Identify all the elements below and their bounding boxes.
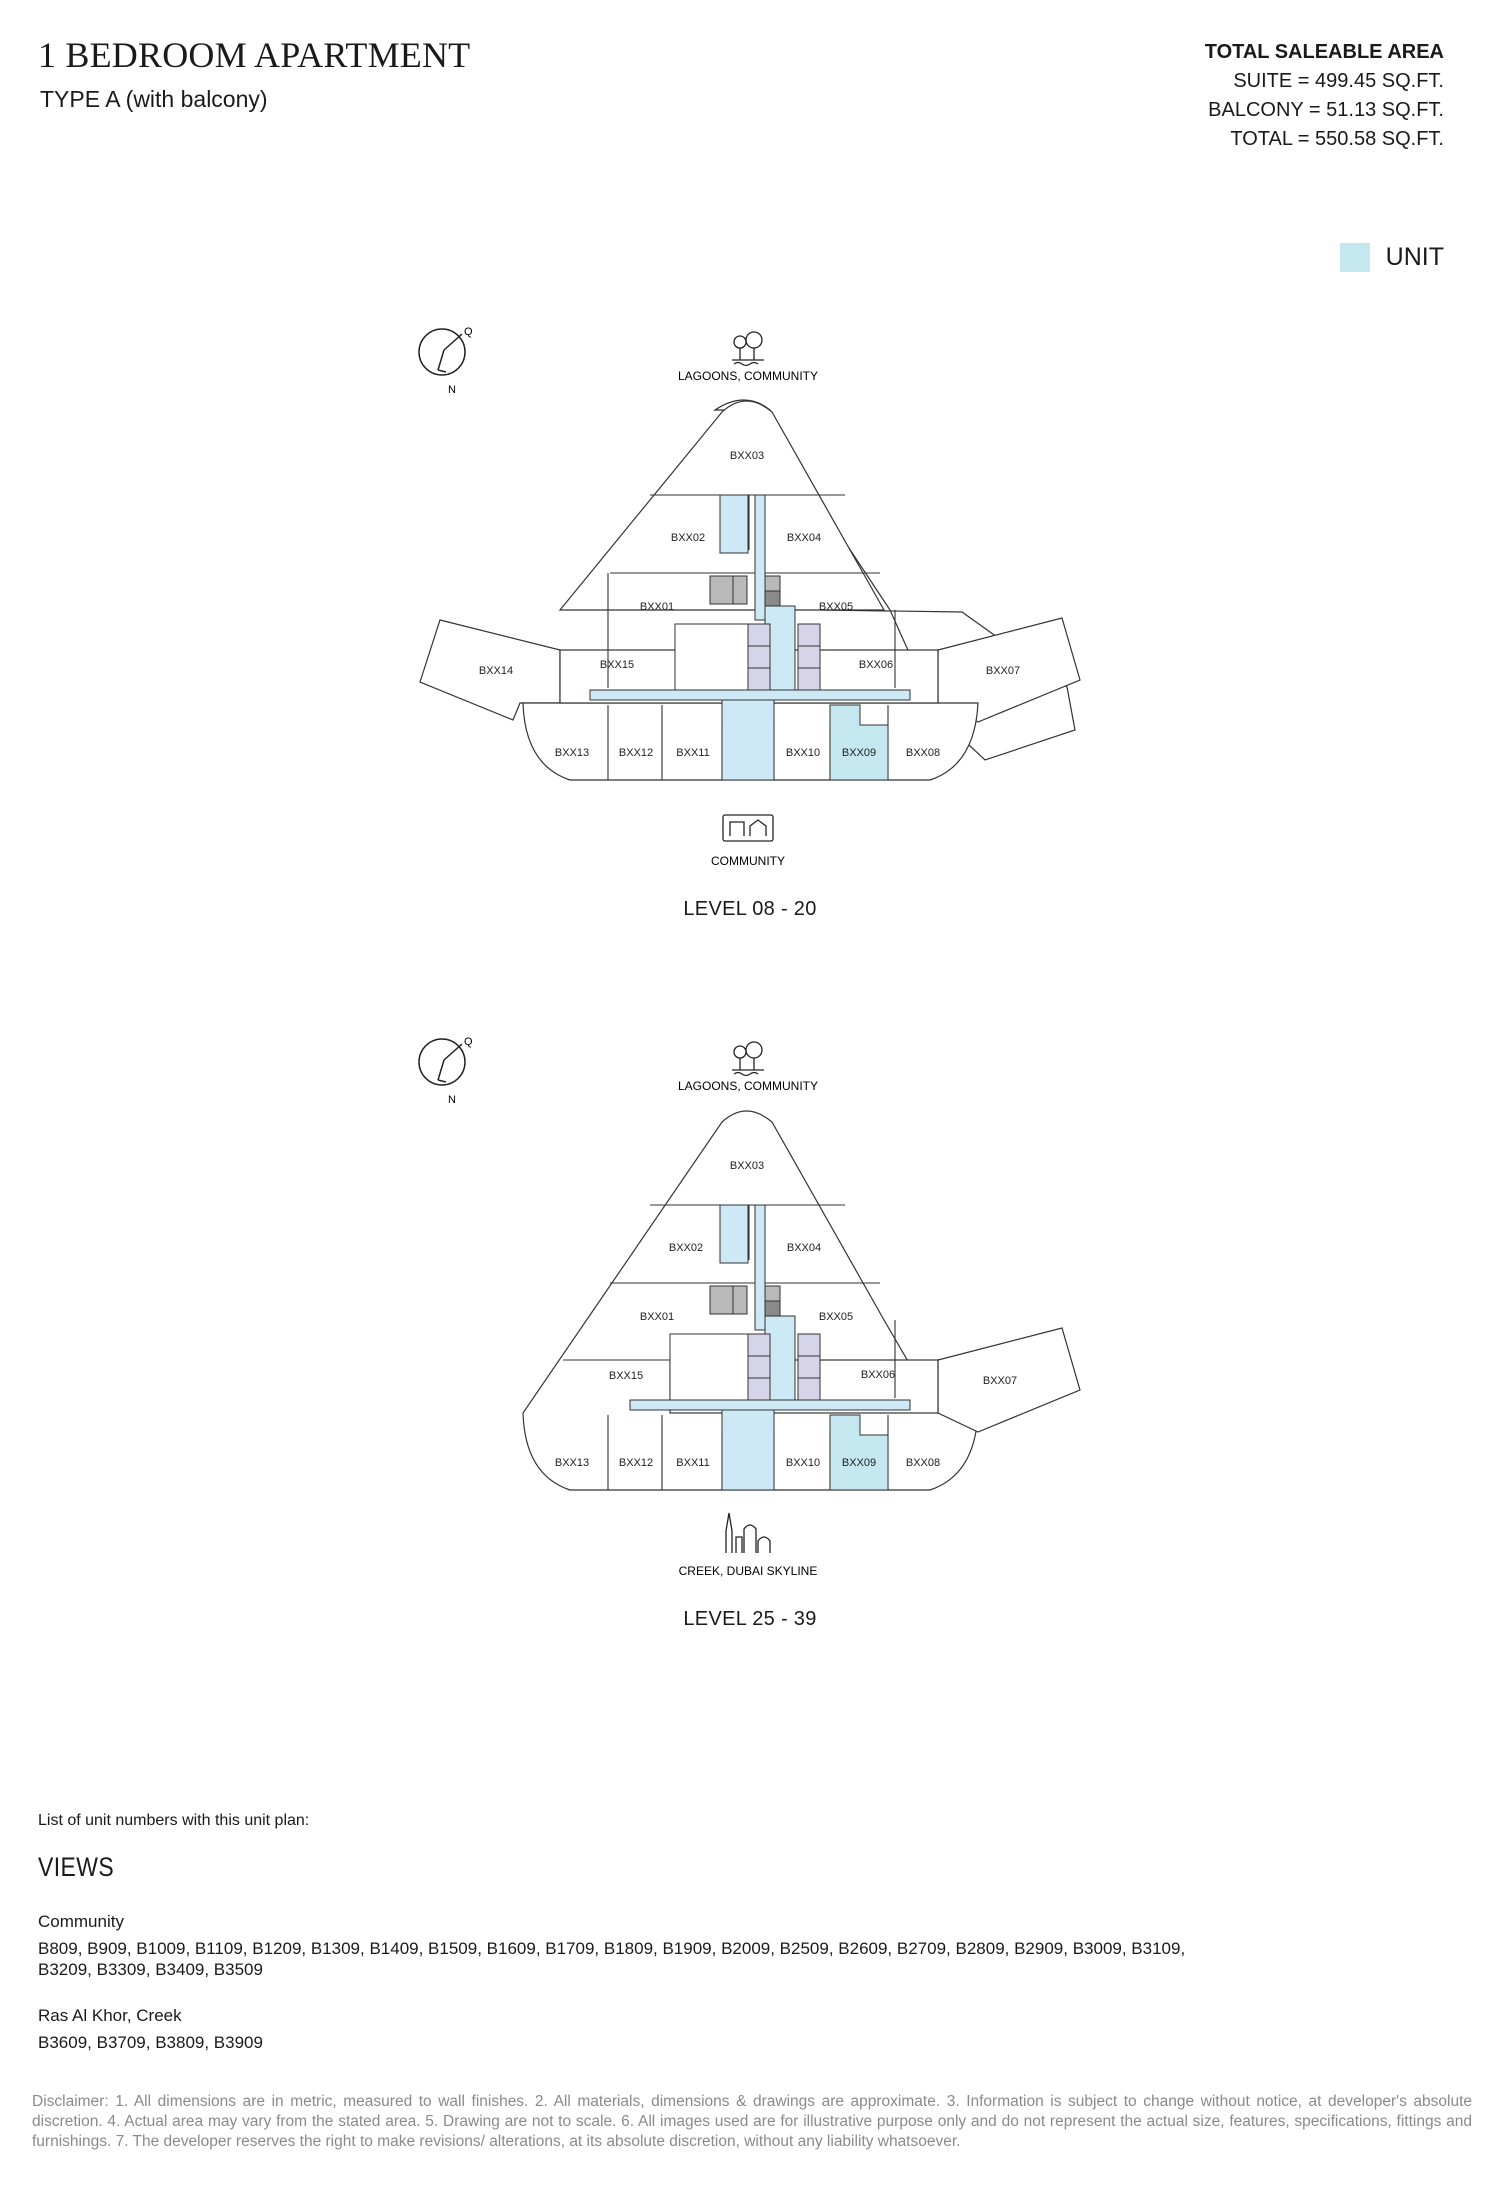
community-icon bbox=[722, 814, 774, 842]
saleable-area: TOTAL SALEABLE AREA SUITE = 499.45 SQ.FT… bbox=[1205, 38, 1444, 154]
unit-label: BXX01 bbox=[640, 1311, 674, 1323]
view-group-name: Community bbox=[38, 1912, 124, 1931]
unit-label: BXX04 bbox=[787, 532, 821, 544]
level-label: LEVEL 25 - 39 bbox=[683, 1608, 817, 1630]
unit-label: BXX04 bbox=[787, 1242, 821, 1254]
balcony-area: BALCONY = 51.13 SQ.FT. bbox=[1208, 99, 1444, 121]
unit-label: BXX10 bbox=[786, 1457, 820, 1469]
unit-label: BXX10 bbox=[786, 747, 820, 759]
view-group-units: B3609, B3709, B3809, B3909 bbox=[38, 2033, 263, 2052]
floor-plan-drawing: Q N LAGOONS, COMMUNITY bbox=[418, 326, 1081, 868]
unit-label: BXX09 bbox=[842, 1457, 876, 1469]
top-view-label: LAGOONS, COMMUNITY bbox=[678, 369, 818, 383]
unit-type: TYPE A (with balcony) bbox=[40, 86, 268, 112]
unit-label: BXX11 bbox=[676, 747, 709, 759]
unit-label: BXX02 bbox=[669, 1242, 703, 1254]
highlighted-unit-bxx09 bbox=[829, 704, 889, 781]
unit-label: BXX01 bbox=[640, 601, 674, 613]
page-title: 1 BEDROOM APARTMENT bbox=[38, 35, 471, 75]
unit-label: BXX02 bbox=[671, 532, 705, 544]
unit-label: BXX07 bbox=[983, 1375, 1017, 1387]
lagoon-tree-icon bbox=[732, 331, 764, 367]
unit-label: BXX05 bbox=[819, 1311, 853, 1323]
unit-label: BXX15 bbox=[609, 1370, 643, 1382]
top-view-label: LAGOONS, COMMUNITY bbox=[678, 1079, 818, 1093]
unit-label: BXX06 bbox=[859, 659, 893, 671]
area-heading: TOTAL SALEABLE AREA bbox=[1204, 41, 1444, 63]
floor-plan-level-25-39: Q N LAGOONS, COMMUNITY bbox=[0, 1030, 1500, 1650]
unit-label: BXX05 bbox=[819, 601, 853, 613]
unit-label: BXX03 bbox=[730, 1160, 764, 1172]
unit-label: BXX09 bbox=[842, 747, 876, 759]
level-label: LEVEL 08 - 20 bbox=[683, 898, 817, 920]
compass-marker: Q bbox=[464, 326, 473, 338]
unit-label: BXX13 bbox=[555, 747, 589, 759]
unit-label: BXX03 bbox=[730, 450, 764, 462]
legend-swatch bbox=[1339, 243, 1370, 272]
skyline-icon bbox=[725, 1512, 771, 1553]
views-title: VIEWS bbox=[38, 1852, 115, 1882]
compass-marker: Q bbox=[464, 1036, 473, 1048]
suite-area: SUITE = 499.45 SQ.FT. bbox=[1233, 70, 1444, 92]
floor-plan-level-08-20: Q N LAGOONS, COMMUNITY bbox=[0, 320, 1500, 940]
legend: UNIT bbox=[1339, 243, 1444, 272]
unit-label: BXX11 bbox=[676, 1457, 709, 1469]
unit-label: BXX15 bbox=[600, 659, 634, 671]
compass-north: N bbox=[448, 384, 456, 396]
bottom-view-label: CREEK, DUBAI SKYLINE bbox=[679, 1564, 818, 1578]
bottom-view-label: COMMUNITY bbox=[711, 854, 785, 868]
unit-label: BXX07 bbox=[986, 665, 1020, 677]
unit-label: BXX06 bbox=[861, 1369, 895, 1381]
unit-label: BXX08 bbox=[906, 747, 940, 759]
legend-label: UNIT bbox=[1385, 243, 1444, 271]
unit-label: BXX12 bbox=[619, 747, 653, 759]
unit-label: BXX13 bbox=[555, 1457, 589, 1469]
lagoon-tree-icon bbox=[732, 1041, 764, 1077]
total-area: TOTAL = 550.58 SQ.FT. bbox=[1230, 128, 1444, 150]
view-group-units: B809, B909, B1009, B1109, B1209, B1309, … bbox=[38, 1939, 1186, 1979]
unit-list-heading: List of unit numbers with this unit plan… bbox=[38, 1812, 310, 1829]
compass-icon: Q N bbox=[418, 1036, 473, 1106]
unit-label: BXX12 bbox=[619, 1457, 653, 1469]
highlighted-unit-bxx09 bbox=[829, 1414, 889, 1491]
compass-north: N bbox=[448, 1094, 456, 1106]
unit-label: BXX08 bbox=[906, 1457, 940, 1469]
unit-label: BXX14 bbox=[479, 665, 513, 677]
compass-icon: Q N bbox=[418, 326, 473, 396]
view-group-name: Ras Al Khor, Creek bbox=[38, 2006, 182, 2025]
floor-plan-drawing: Q N LAGOONS, COMMUNITY bbox=[418, 1036, 1081, 1578]
disclaimer: Disclaimer: 1. All dimensions are in met… bbox=[32, 2093, 1472, 2150]
